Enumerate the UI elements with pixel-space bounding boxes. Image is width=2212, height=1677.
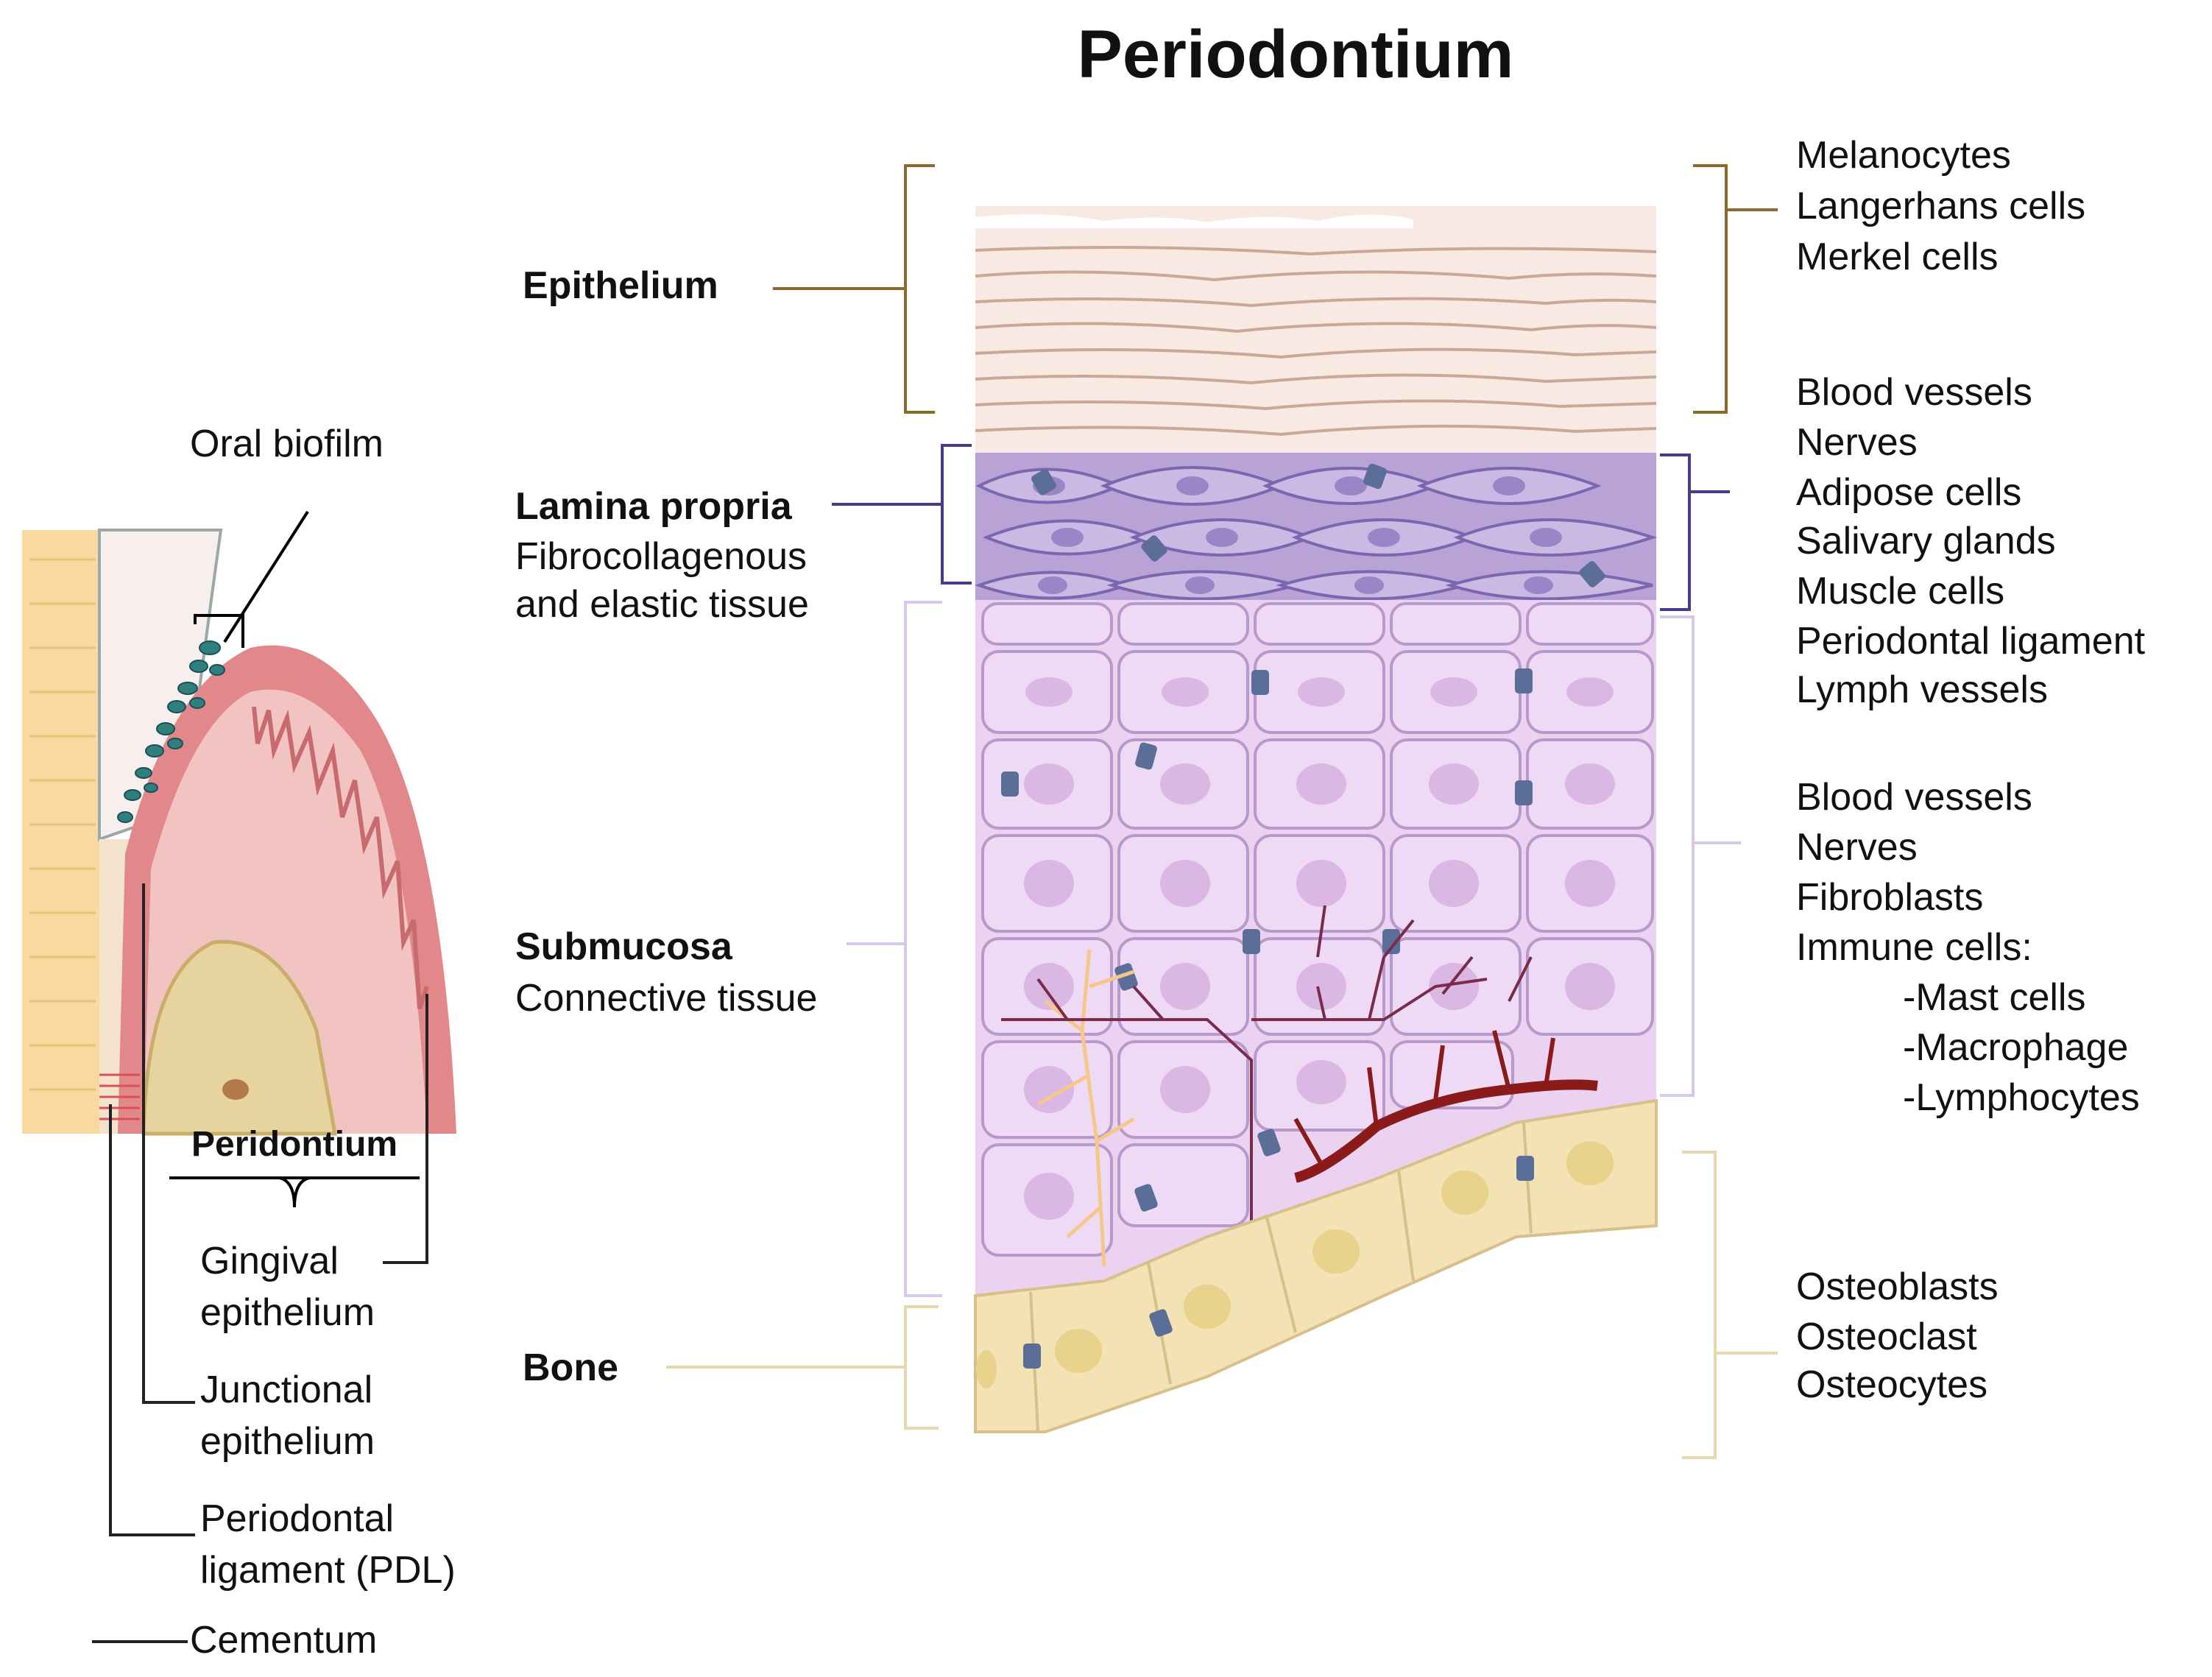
oral-biofilm-label: Oral biofilm bbox=[190, 423, 384, 465]
lamina-desc-1: Fibrocollagenous bbox=[515, 535, 807, 578]
bone-cells-list: Osteoblasts Osteoclast Osteocytes bbox=[1796, 1265, 1999, 1406]
left-leader-lines bbox=[92, 883, 428, 1643]
list-item: Osteoclast bbox=[1796, 1316, 1977, 1358]
lamina-mast-cells bbox=[1031, 463, 1605, 587]
cementum-label: Cementum bbox=[190, 1619, 377, 1662]
gingival-label-2: epithelium bbox=[200, 1291, 375, 1334]
list-item: Adipose cells bbox=[1796, 471, 2021, 514]
list-item: Nerves bbox=[1796, 826, 1918, 869]
list-item: Blood vessels bbox=[1796, 776, 2032, 819]
dentin-strip bbox=[22, 530, 99, 1134]
biofilm-cluster bbox=[117, 640, 225, 823]
lamina-components-list: Blood vessels Nerves Adipose cells Saliv… bbox=[1796, 371, 2146, 711]
list-item: Salivary glands bbox=[1796, 520, 2056, 562]
tissue-cross-section bbox=[974, 206, 1658, 1433]
list-item: -Lymphocytes bbox=[1903, 1076, 2140, 1119]
epithelium-strata bbox=[975, 246, 1657, 437]
bone-mast-cells bbox=[1023, 1156, 1534, 1369]
junctional-label-1: Junctional bbox=[200, 1369, 372, 1411]
epithelium-layer bbox=[975, 206, 1656, 456]
list-item: Fibroblasts bbox=[1796, 876, 1983, 919]
gingival-label-1: Gingival bbox=[200, 1240, 339, 1282]
lamina-desc-2: and elastic tissue bbox=[515, 583, 809, 626]
list-item: Osteocytes bbox=[1796, 1363, 1987, 1406]
left-brackets bbox=[666, 164, 972, 1430]
list-item: Immune cells: bbox=[1796, 926, 2032, 969]
peridontium-brace bbox=[169, 1176, 420, 1208]
list-item: Osteoblasts bbox=[1796, 1265, 1999, 1308]
pdl-label-1: Periodontal bbox=[200, 1497, 394, 1540]
bone-label: Bone bbox=[523, 1346, 618, 1389]
list-item: Lymph vessels bbox=[1796, 668, 2048, 711]
submucosa-desc: Connective tissue bbox=[515, 977, 817, 1020]
list-item: Merkel cells bbox=[1796, 236, 1999, 278]
list-item: Blood vessels bbox=[1796, 371, 2032, 414]
list-item: -Mast cells bbox=[1903, 976, 2085, 1019]
submucosa-label: Submucosa bbox=[515, 925, 733, 968]
submucosa-nuclei bbox=[1024, 677, 1615, 1220]
alveolar-bone bbox=[141, 939, 337, 1136]
list-item: Muscle cells bbox=[1796, 570, 2004, 612]
lamina-propria-label: Lamina propria bbox=[515, 485, 793, 528]
submucosa-mast-cells bbox=[1001, 668, 1533, 1212]
peridontium-label: Peridontium bbox=[191, 1125, 397, 1164]
list-item: Langerhans cells bbox=[1796, 185, 2085, 227]
tooth-illustration bbox=[22, 510, 456, 1136]
pdl-label-2: ligament (PDL) bbox=[200, 1549, 456, 1592]
list-item: Melanocytes bbox=[1796, 134, 2011, 177]
junctional-label-2: epithelium bbox=[200, 1420, 375, 1463]
right-brackets bbox=[1660, 164, 1778, 1459]
list-item: Nerves bbox=[1796, 421, 1918, 464]
biofilm-pointer bbox=[223, 510, 309, 643]
artery bbox=[1294, 1079, 1598, 1183]
diagram-title: Periodontium bbox=[1078, 17, 1514, 92]
epithelium-label: Epithelium bbox=[523, 264, 718, 307]
lamina-nuclei bbox=[1033, 476, 1562, 594]
capillaries bbox=[1001, 905, 1533, 1222]
bone-nuclei bbox=[976, 1141, 1614, 1388]
list-item: -Macrophage bbox=[1903, 1026, 2128, 1069]
list-item: Periodontal ligament bbox=[1796, 620, 2146, 663]
submucosa-components-list: Blood vessels Nerves Fibroblasts Immune … bbox=[1796, 776, 2140, 1119]
submucosa-cells bbox=[981, 602, 1654, 1257]
epithelium-cells-list: Melanocytes Langerhans cells Merkel cell… bbox=[1796, 134, 2085, 278]
